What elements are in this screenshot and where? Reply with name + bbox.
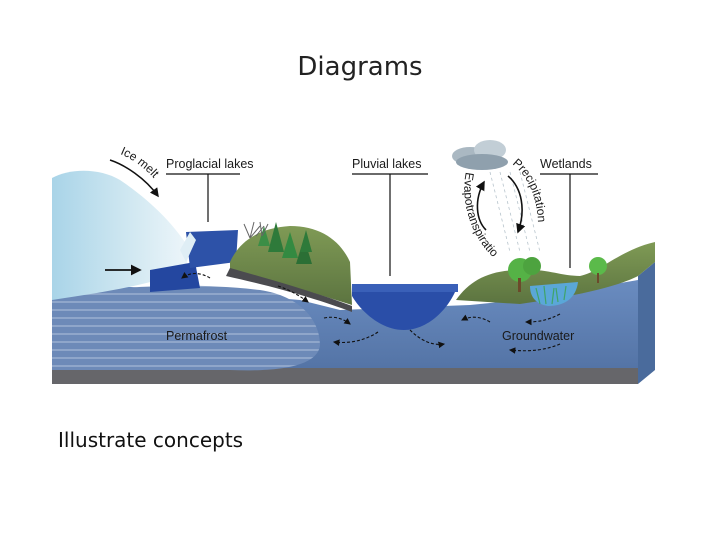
slide-title: Diagrams xyxy=(297,52,423,82)
conifer-trees xyxy=(258,222,312,264)
label-permafrost: Permafrost xyxy=(166,329,228,343)
glacier-meltwater xyxy=(150,262,200,292)
block-side-face xyxy=(638,262,655,384)
permafrost-lens xyxy=(52,285,320,371)
bare-shrubs xyxy=(243,221,269,239)
precipitation-arrow xyxy=(507,175,526,234)
ice-melt-arrow xyxy=(109,159,159,198)
label-wetlands: Wetlands xyxy=(540,157,592,171)
wetland-reeds xyxy=(535,285,567,305)
cloud xyxy=(452,140,508,170)
glacier xyxy=(52,170,190,300)
wetlands-terrain xyxy=(456,242,655,304)
evapotranspiration-arrow xyxy=(475,180,487,231)
label-ice-melt: Ice melt xyxy=(119,144,163,181)
proglacial-lake xyxy=(186,230,238,268)
bedrock-layer xyxy=(52,368,638,384)
label-groundwater: Groundwater xyxy=(502,329,574,343)
label-leader-lines xyxy=(166,173,598,276)
pluvial-lake-surface xyxy=(352,284,458,292)
pluvial-lake xyxy=(352,284,458,330)
label-proglacial-lakes: Proglacial lakes xyxy=(166,157,254,171)
ice-front xyxy=(180,232,196,262)
label-pluvial-lakes: Pluvial lakes xyxy=(352,157,421,171)
deciduous-trees xyxy=(508,257,607,292)
slide-caption: Illustrate concepts xyxy=(58,428,244,452)
groundwater-flow-arrows xyxy=(181,272,561,354)
